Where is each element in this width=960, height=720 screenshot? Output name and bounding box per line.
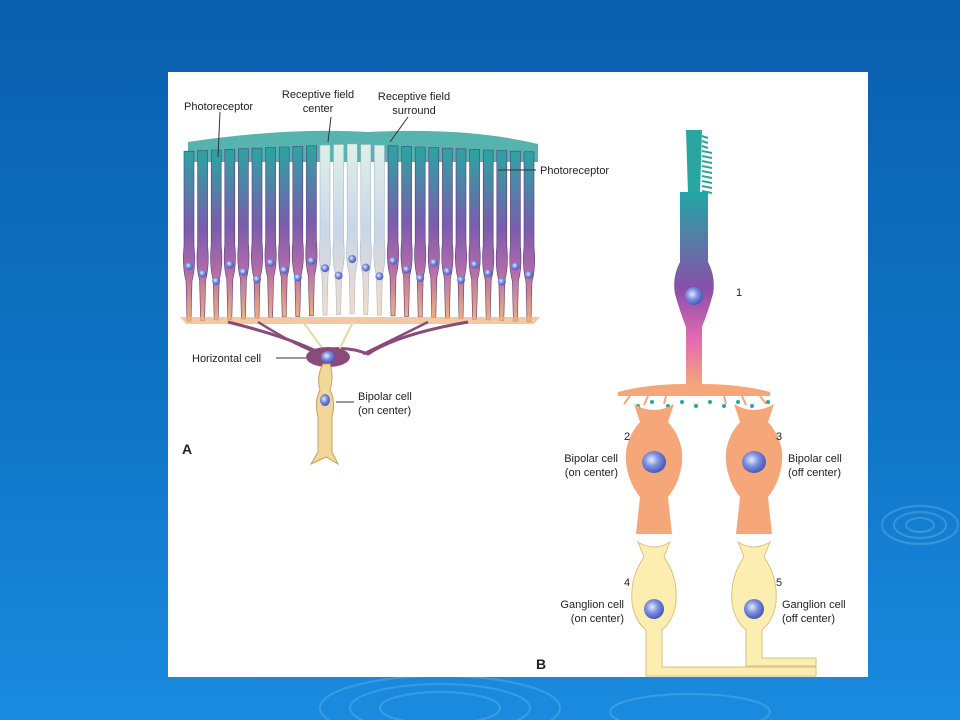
- photoreceptor-nucleus: [321, 264, 329, 273]
- ganglion-cell-off: [731, 540, 817, 667]
- photoreceptor-column: [319, 144, 331, 316]
- photoreceptor-column: [509, 150, 522, 322]
- label-rf-center-2: center: [303, 103, 334, 115]
- photoreceptor-nucleus: [389, 256, 397, 265]
- photoreceptor-nucleus: [443, 267, 452, 276]
- photoreceptor-column: [332, 144, 345, 315]
- photoreceptor-nucleus: [484, 269, 493, 277]
- panel-a-leaders: [217, 111, 536, 403]
- photoreceptor-nucleus: [334, 271, 343, 280]
- photoreceptor-nucleus: [293, 273, 302, 282]
- photoreceptor-nucleus: [280, 266, 289, 274]
- photoreceptor-column: [400, 146, 413, 317]
- photoreceptor-nucleus: [185, 262, 193, 271]
- photoreceptor-column: [441, 147, 454, 319]
- photoreceptor-column: [223, 149, 236, 320]
- photoreceptor-column: [455, 148, 467, 320]
- label-photoreceptor-top: Photoreceptor: [184, 101, 253, 113]
- label-rf-surround-2: surround: [392, 105, 435, 117]
- photoreceptor-nucleus: [457, 275, 465, 284]
- label-bipolar-off-1: Bipolar cell: [788, 453, 842, 465]
- photoreceptor-nucleus: [307, 256, 316, 265]
- bipolar-cell-off: [725, 404, 783, 534]
- photoreceptor-nucleus: [375, 272, 384, 281]
- label-ganglion-off-2: (off center): [782, 613, 835, 625]
- photoreceptor-column: [305, 145, 318, 317]
- bipolar-cell-on: [625, 404, 683, 534]
- photoreceptor-column: [264, 147, 277, 318]
- photoreceptor-column: [523, 151, 535, 323]
- photoreceptor-column: [495, 150, 508, 321]
- photoreceptor-nucleus: [253, 275, 261, 284]
- label-bipolar-a-1: Bipolar cell: [358, 391, 412, 403]
- panel-b-letter: B: [536, 656, 546, 672]
- photoreceptor-nucleus: [361, 263, 370, 272]
- photoreceptor-nucleus: [429, 258, 438, 267]
- photoreceptor-nucleus: [470, 260, 479, 269]
- photoreceptor-column: [346, 143, 359, 315]
- photoreceptor-column: [237, 148, 250, 320]
- photoreceptor-nucleus: [225, 260, 234, 269]
- photoreceptor-column: [196, 150, 209, 321]
- panel-a-letter: A: [182, 441, 192, 457]
- bipolar-cell-a: [309, 363, 340, 466]
- label-ganglion-on-1: Ganglion cell: [560, 599, 624, 611]
- label-horizontal-cell: Horizontal cell: [192, 353, 261, 365]
- label-bipolar-a-2: (on center): [358, 405, 411, 417]
- photoreceptor-column: [291, 146, 304, 317]
- photoreceptor-column: [387, 145, 399, 317]
- photoreceptor-column: [373, 144, 386, 316]
- label-rf-surround-1: Receptive field: [378, 91, 450, 103]
- horizontal-cell: [227, 320, 469, 367]
- figure-panel: Photoreceptor Receptive field center Rec…: [168, 72, 868, 677]
- label-num-2: 2: [624, 431, 630, 443]
- photoreceptor-column: [482, 149, 495, 321]
- photoreceptor-nucleus: [348, 255, 357, 263]
- retina-diagram: Photoreceptor Receptive field center Rec…: [180, 89, 846, 677]
- photoreceptor-column: [414, 146, 427, 318]
- photoreceptor-column: [278, 146, 291, 318]
- label-bipolar-off-2: (off center): [788, 467, 841, 479]
- photoreceptor-nucleus: [239, 267, 248, 276]
- photoreceptor-b: [618, 130, 770, 406]
- photoreceptor-nucleus: [511, 262, 520, 271]
- label-ganglion-off-1: Ganglion cell: [782, 599, 846, 611]
- photoreceptor-nucleus: [525, 270, 533, 279]
- label-num-4: 4: [624, 577, 630, 589]
- ganglion-cell-on: [631, 540, 817, 677]
- photoreceptor-column: [251, 147, 263, 319]
- label-rf-center-1: Receptive field: [282, 89, 354, 101]
- photoreceptor-nucleus: [416, 274, 425, 282]
- label-num-1: 1: [736, 287, 742, 299]
- photoreceptor-column: [183, 150, 195, 322]
- photoreceptor-nucleus: [497, 277, 506, 286]
- label-ganglion-on-2: (on center): [571, 613, 624, 625]
- photoreceptor-column: [427, 147, 440, 318]
- photoreceptor-column: [210, 149, 223, 321]
- label-bipolar-on-1: Bipolar cell: [564, 453, 618, 465]
- label-photoreceptor-right: Photoreceptor: [540, 165, 609, 177]
- photoreceptor-column: [359, 144, 372, 315]
- photoreceptor-column: [468, 149, 481, 320]
- photoreceptor-nucleus: [402, 265, 411, 274]
- photoreceptor-nucleus: [198, 269, 207, 278]
- synaptic-vesicles: [636, 400, 770, 408]
- photoreceptor-nucleus: [212, 277, 221, 285]
- label-num-5: 5: [776, 577, 782, 589]
- label-bipolar-on-2: (on center): [565, 467, 618, 479]
- photoreceptor-nucleus: [266, 258, 275, 267]
- label-num-3: 3: [776, 431, 782, 443]
- panel-a-rod-array: [180, 130, 540, 324]
